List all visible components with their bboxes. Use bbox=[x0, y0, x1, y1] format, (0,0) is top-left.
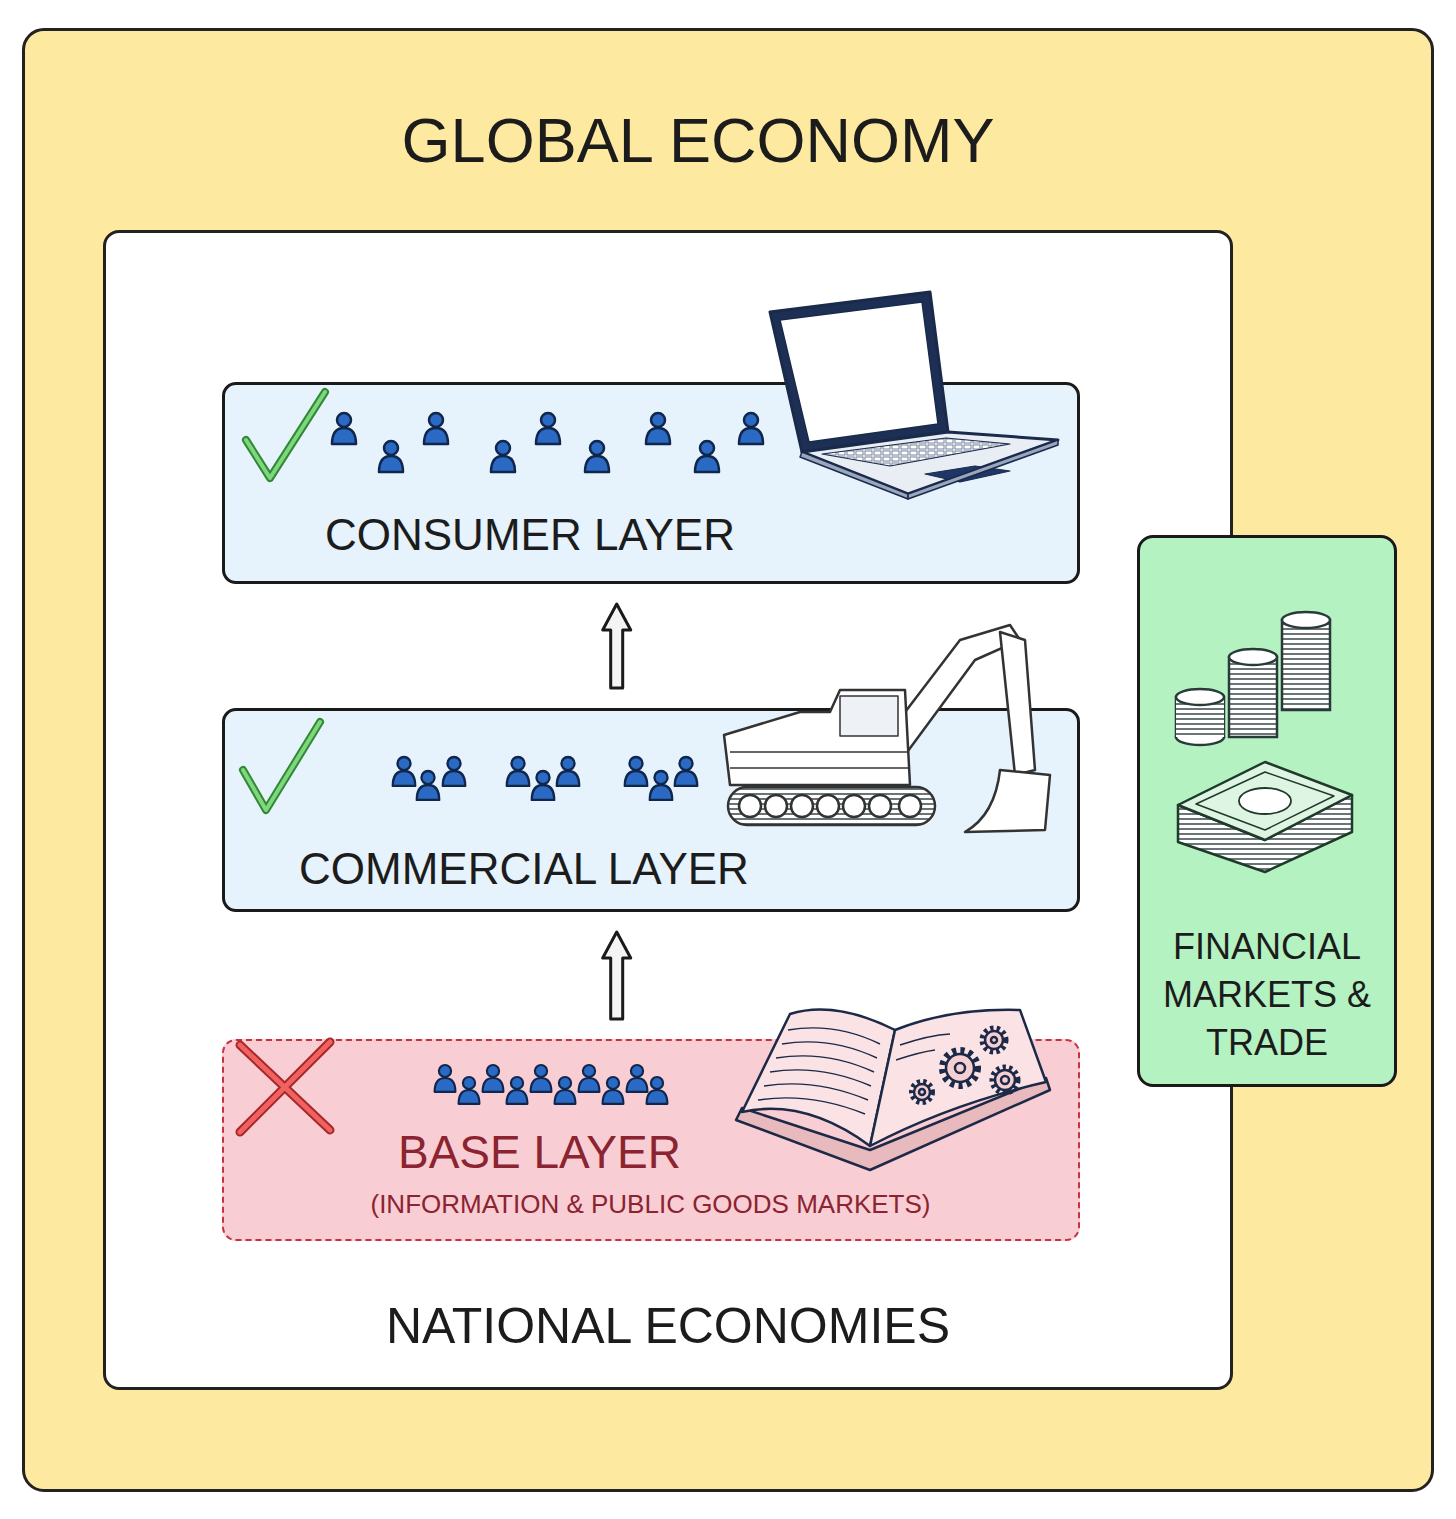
cross-mark bbox=[240, 1042, 330, 1132]
financial-box: FINANCIAL MARKETS & TRADE bbox=[1137, 535, 1397, 1087]
check-mark bbox=[243, 392, 325, 810]
laptop bbox=[770, 292, 1058, 499]
book bbox=[736, 1010, 1050, 1170]
box-label: FINANCIAL MARKETS & TRADE bbox=[1146, 923, 1388, 1067]
consumer-people bbox=[332, 413, 763, 472]
global-economy-box: GLOBAL ECONOMY NATIONAL ECONOMIES CONSUMER… bbox=[22, 28, 1434, 1492]
base-people bbox=[435, 1065, 668, 1104]
coin-stacks bbox=[1176, 612, 1330, 745]
national-economies-box: NATIONAL ECONOMIES CONSUMER LAYER COMMERCI… bbox=[103, 230, 1233, 1390]
commercial-people bbox=[393, 757, 697, 800]
region-title: NATIONAL ECONOMIES bbox=[106, 1301, 1230, 1351]
layer-label: CONSUMER LAYER bbox=[325, 513, 735, 557]
layer-box: CONSUMER LAYER bbox=[222, 382, 1080, 584]
block-arrow bbox=[603, 604, 631, 688]
layer-box: COMMERCIAL LAYER bbox=[222, 708, 1080, 912]
layer-subtitle: (INFORMATION & PUBLIC GOODS MARKETS) bbox=[224, 1191, 1077, 1217]
layer-label: BASE LAYER bbox=[398, 1129, 681, 1175]
block-arrow bbox=[603, 932, 631, 1019]
failed-layer-box: BASE LAYER (INFORMATION & PUBLIC GOODS MA… bbox=[222, 1039, 1080, 1241]
region-title: GLOBAL ECONOMY bbox=[25, 109, 1371, 172]
excavator bbox=[724, 625, 1050, 832]
banknote-stack bbox=[1178, 762, 1352, 872]
layer-label: COMMERCIAL LAYER bbox=[299, 847, 749, 891]
